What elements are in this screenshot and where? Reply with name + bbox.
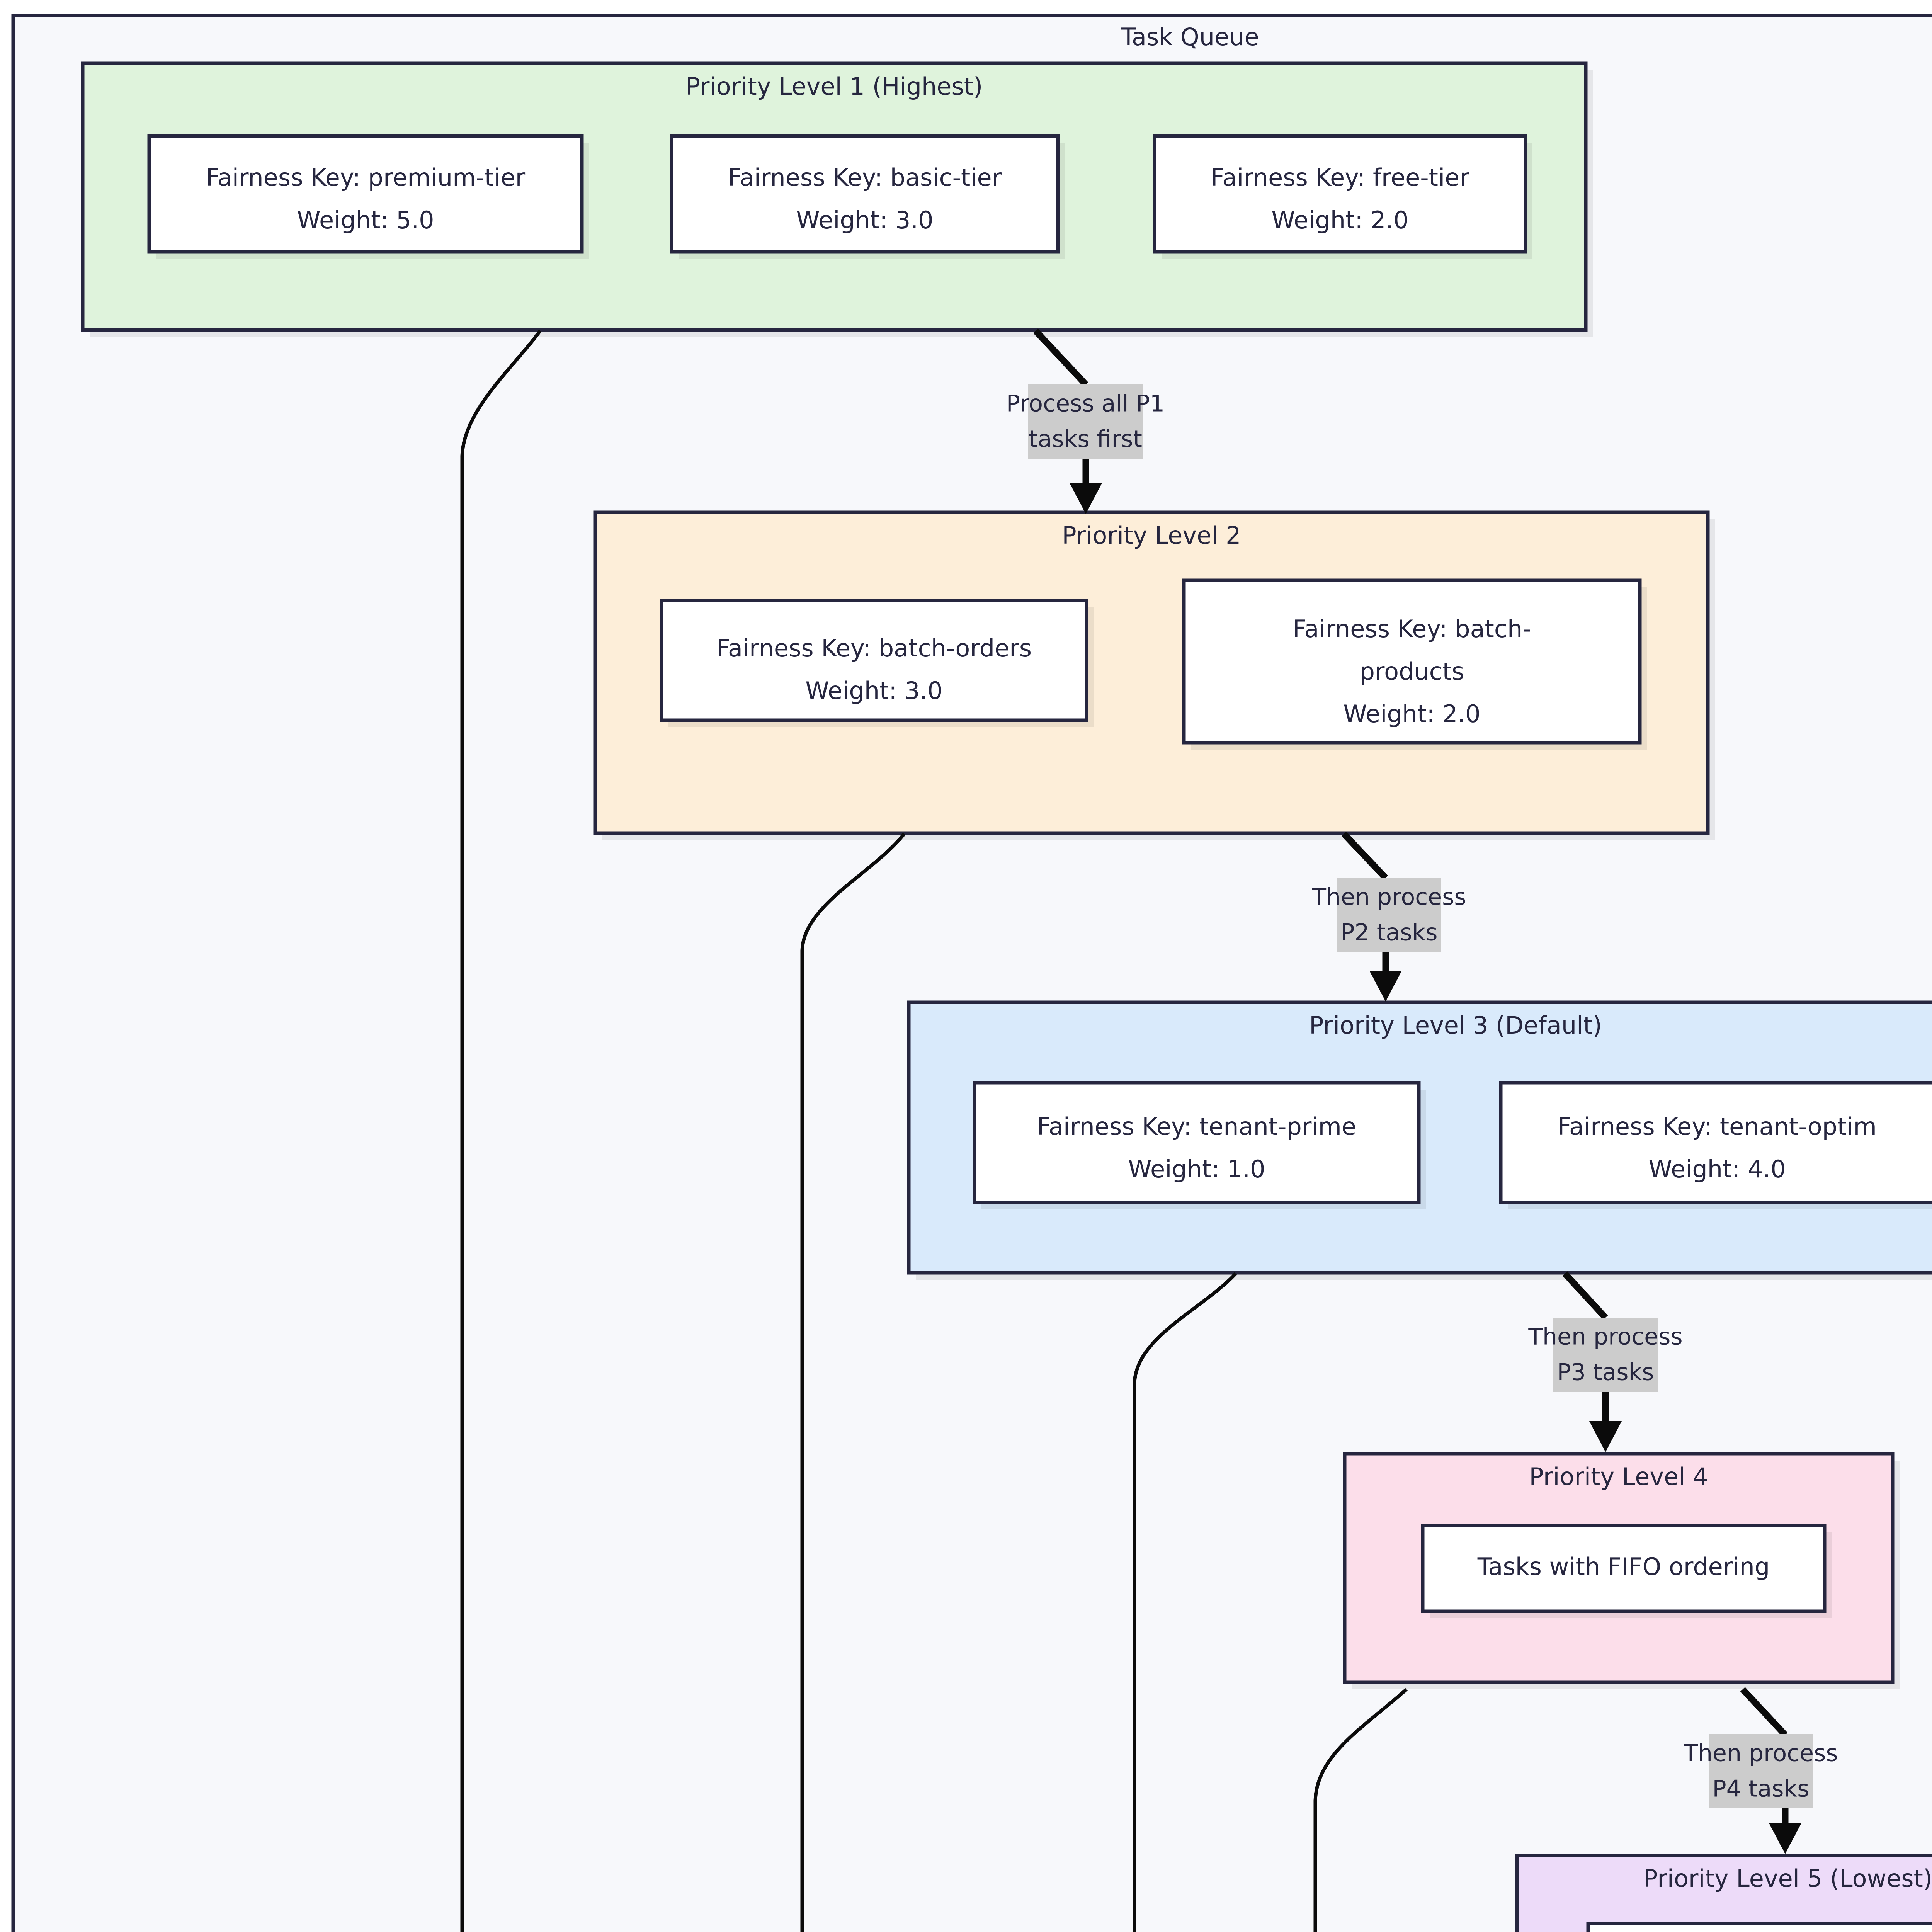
p1n2-line2: Weight: 3.0 xyxy=(796,206,933,234)
p2n2-line3: Weight: 2.0 xyxy=(1343,700,1480,728)
edge-p4-to-p5-upper xyxy=(1740,1687,1788,1737)
p1n2-line1: Fairness Key: basic-tier xyxy=(728,163,1002,192)
cluster-p4-title: Priority Level 4 xyxy=(1529,1463,1708,1491)
p3n2-line2: Weight: 4.0 xyxy=(1648,1155,1786,1183)
arrowhead-p1-to-p2 xyxy=(1070,483,1102,514)
arrowhead-p2-to-p3 xyxy=(1369,971,1402,1002)
p1n3-line2: Weight: 2.0 xyxy=(1271,206,1408,234)
cluster-p2-title: Priority Level 2 xyxy=(1062,521,1241,549)
cluster-p5-title: Priority Level 5 (Lowest) xyxy=(1643,1864,1932,1893)
edge-label-p2-p3-line1: Then process xyxy=(1311,884,1466,911)
p4n1-line1: Tasks with FIFO ordering xyxy=(1477,1553,1770,1581)
node-fairness-batch-orders[interactable] xyxy=(660,599,1088,722)
node-fairness-tenant-optim[interactable] xyxy=(1499,1081,1932,1204)
p3n2-line1: Fairness Key: tenant-optim xyxy=(1558,1112,1877,1141)
edge-label-p4-p5-line2: P4 tasks xyxy=(1713,1776,1810,1803)
node-fairness-batch-products[interactable] xyxy=(1182,578,1642,745)
edge-p2-to-p3-upper xyxy=(1341,832,1388,880)
node-p5-fifo[interactable] xyxy=(1586,1922,1932,1932)
p2n2-line1: Fairness Key: batch- xyxy=(1293,615,1531,643)
arrowhead-p3-to-p4 xyxy=(1589,1421,1622,1452)
node-p4-fifo[interactable] xyxy=(1421,1524,1827,1613)
edge-label-p1-p2-line1: Process all P1 xyxy=(1006,390,1165,417)
edge-label-p4-p5-line1: Then process xyxy=(1683,1740,1838,1767)
edge-p1-to-p2-upper xyxy=(1033,328,1088,387)
node-fairness-free-tier[interactable] xyxy=(1153,134,1527,254)
cluster-priority-level-5[interactable] xyxy=(1515,1854,1932,1932)
edge-label-p3-p4-line2: P3 tasks xyxy=(1557,1359,1654,1386)
edge-p1-to-workers xyxy=(460,330,542,1932)
p1n1-line1: Fairness Key: premium-tier xyxy=(206,163,526,192)
edge-label-p1-p2-line2: tasks first xyxy=(1029,426,1142,453)
p2n2-line2: products xyxy=(1360,657,1464,685)
edge-label-p2-p3-line2: P2 tasks xyxy=(1341,919,1438,946)
node-fairness-tenant-prime[interactable] xyxy=(973,1081,1421,1204)
node-fairness-basic-tier[interactable] xyxy=(670,134,1060,254)
edge-label-bg-p1-p2 xyxy=(1028,384,1143,459)
p2n1-line2: Weight: 3.0 xyxy=(805,677,942,705)
edge-p3-to-workers xyxy=(1133,1272,1237,1932)
arrowhead-p4-to-p5 xyxy=(1769,1823,1801,1854)
cluster-p1-title: Priority Level 1 (Highest) xyxy=(686,72,983,100)
edge-label-bg-p4-p5 xyxy=(1709,1734,1813,1808)
edge-p4-to-workers xyxy=(1313,1688,1408,1932)
p3n1-line1: Fairness Key: tenant-prime xyxy=(1037,1112,1356,1141)
task-queue-title: Task Queue xyxy=(1121,23,1259,51)
edge-label-p3-p4-line1: Then process xyxy=(1528,1323,1682,1350)
p2n1-line1: Fairness Key: batch-orders xyxy=(716,634,1032,662)
node-fairness-premium-tier[interactable] xyxy=(147,134,584,254)
edge-p2-to-workers xyxy=(800,833,906,1932)
p1n3-line1: Fairness Key: free-tier xyxy=(1211,163,1469,192)
p1n1-line2: Weight: 5.0 xyxy=(297,206,434,234)
edge-label-bg-p3-p4 xyxy=(1553,1318,1658,1392)
p3n1-line2: Weight: 1.0 xyxy=(1128,1155,1265,1183)
edge-label-bg-p2-p3 xyxy=(1337,878,1441,952)
cluster-p3-title: Priority Level 3 (Default) xyxy=(1309,1011,1602,1039)
edge-p3-to-p4-upper xyxy=(1562,1271,1608,1320)
